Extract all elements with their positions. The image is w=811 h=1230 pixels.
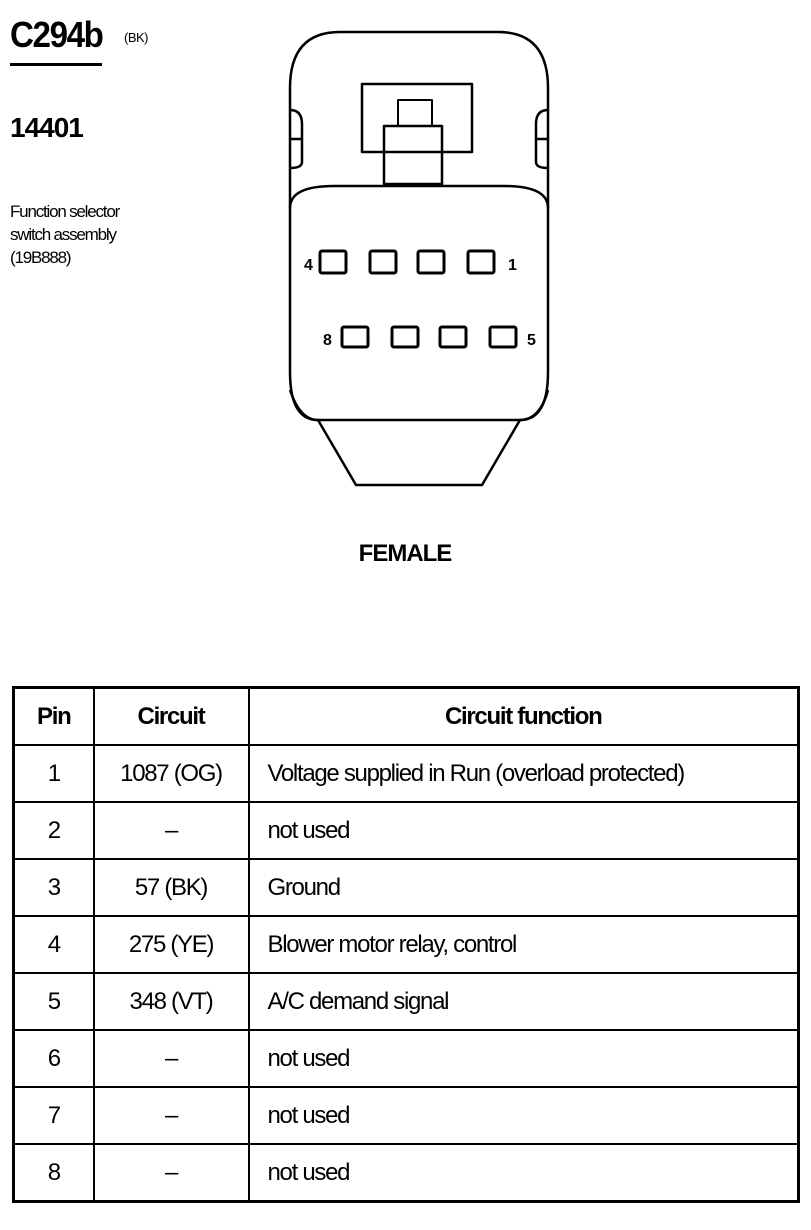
cell-circuit: 57 (BK)	[92, 858, 250, 917]
pin-number-labels: 4 1 8 5	[304, 257, 536, 349]
pin-cavity-1	[466, 249, 496, 275]
pin-label-bottom-left: 8	[323, 332, 332, 349]
cell-pin: 3	[12, 858, 95, 917]
pin-cavity-7	[390, 325, 420, 349]
component-description: Function selector switch assembly (19B88…	[10, 200, 120, 269]
pin-label-bottom-right: 5	[527, 332, 536, 349]
pin-cavity-5	[488, 325, 518, 349]
pin-label-top-right: 1	[508, 257, 517, 274]
pin-cavity-6	[438, 325, 468, 349]
cell-pin: 5	[12, 972, 95, 1031]
connector-color-code: (BK)	[124, 30, 149, 45]
cell-circuit-function: Blower motor relay, control	[247, 915, 800, 974]
cell-circuit: 275 (YE)	[92, 915, 250, 974]
table-header-row: Pin Circuit Circuit function	[12, 686, 800, 746]
cell-circuit-function: A/C demand signal	[247, 972, 800, 1031]
part-number: 14401	[10, 112, 84, 143]
cell-pin: 1	[12, 744, 95, 803]
pin-cavity-8	[340, 325, 370, 349]
cell-pin: 8	[12, 1143, 95, 1203]
latch-tongue	[382, 124, 444, 186]
connector-face-diagram: 4 1 8 5	[288, 30, 550, 487]
pin-label-top-left: 4	[304, 257, 313, 274]
cell-pin: 7	[12, 1086, 95, 1145]
latch-tab	[397, 99, 433, 127]
cell-pin: 4	[12, 915, 95, 974]
cell-circuit-function: Voltage supplied in Run (overload protec…	[247, 744, 800, 803]
header-circuit: Circuit	[92, 686, 250, 746]
connector-body	[288, 30, 550, 487]
cell-circuit: –	[92, 1143, 250, 1203]
table-row: 1 1087 (OG) Voltage supplied in Run (ove…	[12, 744, 800, 803]
header-circuit-function: Circuit function	[247, 686, 800, 746]
cell-circuit-function: not used	[247, 1143, 800, 1203]
connector-gender-label: FEMALE	[358, 540, 453, 567]
latch-housing	[360, 82, 474, 154]
pin-cavity-2	[416, 249, 446, 275]
cell-circuit-function: not used	[247, 1029, 800, 1088]
cell-circuit-function: not used	[247, 801, 800, 860]
cell-circuit: 348 (VT)	[92, 972, 250, 1031]
pin-cavity-3	[368, 249, 398, 275]
cell-circuit: 1087 (OG)	[92, 744, 250, 803]
pin-out-table: Pin Circuit Circuit function 1 1087 (OG)…	[12, 686, 800, 1203]
table-row: 6 – not used	[12, 1029, 800, 1088]
cell-circuit-function: Ground	[247, 858, 800, 917]
connector-lower-band	[288, 389, 550, 422]
table-row: 8 – not used	[12, 1143, 800, 1203]
table-row: 2 – not used	[12, 801, 800, 860]
cell-circuit: –	[92, 1086, 250, 1145]
component-description-line: Function selector	[10, 202, 120, 221]
component-description-line: (19B888)	[10, 248, 72, 267]
right-lock-ear	[534, 108, 549, 170]
cell-circuit: –	[92, 801, 250, 860]
pin-cavities	[318, 249, 518, 349]
cell-circuit-function: not used	[247, 1086, 800, 1145]
left-lock-ear	[289, 108, 304, 170]
table-row: 7 – not used	[12, 1086, 800, 1145]
header-pin: Pin	[12, 686, 95, 746]
cell-circuit: –	[92, 1029, 250, 1088]
connector-upper-band	[288, 184, 550, 209]
table-row: 3 57 (BK) Ground	[12, 858, 800, 917]
connector-id-underline	[10, 63, 102, 66]
table-row: 5 348 (VT) A/C demand signal	[12, 972, 800, 1031]
cell-pin: 2	[12, 801, 95, 860]
pin-cavity-4	[318, 249, 348, 275]
component-description-line: switch assembly	[10, 225, 117, 244]
table-row: 4 275 (YE) Blower motor relay, control	[12, 915, 800, 974]
cell-pin: 6	[12, 1029, 95, 1088]
connector-id: C294b	[10, 14, 104, 55]
